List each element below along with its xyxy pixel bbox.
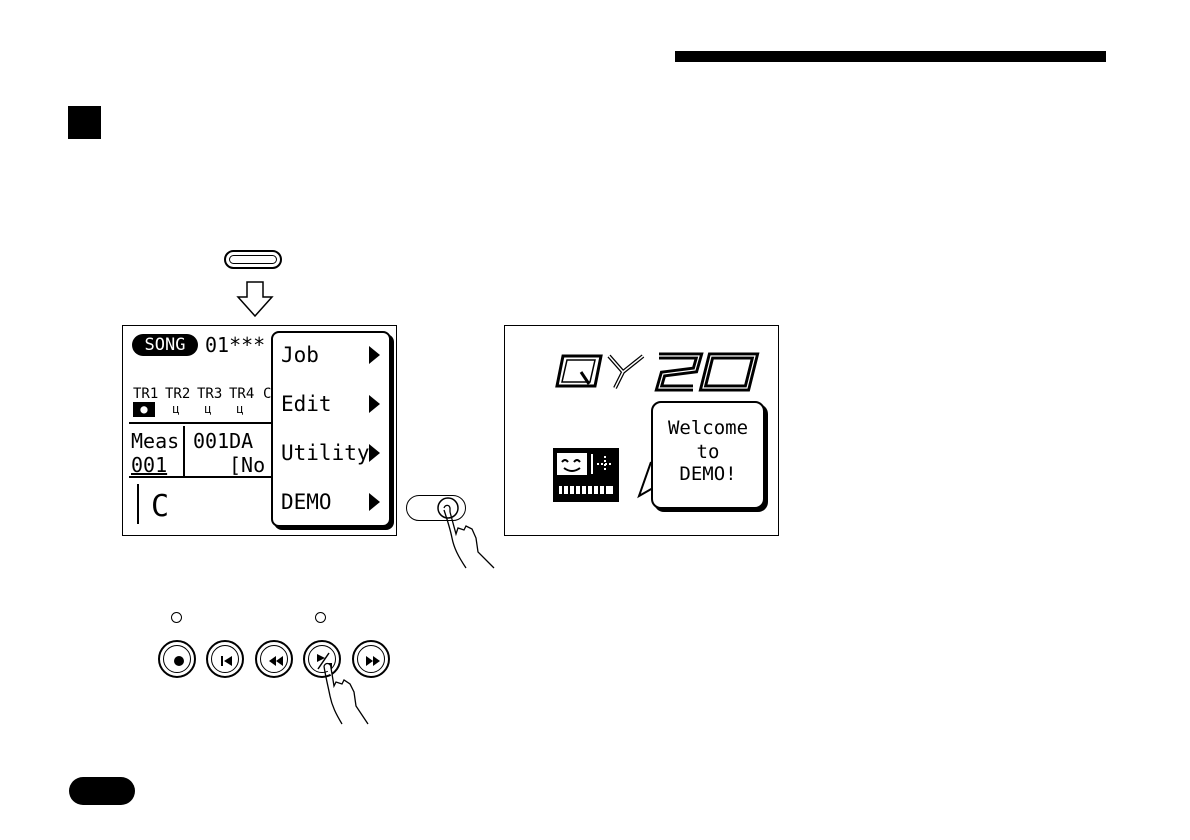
record-led <box>171 612 182 623</box>
submenu-arrow-icon <box>369 346 380 364</box>
track-label: TR1 <box>133 386 158 402</box>
track-label: TR4 <box>229 386 254 402</box>
top-button[interactable] <box>206 640 244 678</box>
submenu-arrow-icon <box>369 395 380 413</box>
rewind-icon <box>266 651 286 671</box>
play-led <box>315 612 326 623</box>
submenu-arrow-icon <box>369 493 380 511</box>
track-cell: ц <box>165 402 187 417</box>
popup-menu: Job Edit Utility DEMO <box>271 331 391 527</box>
record-icon <box>169 651 189 671</box>
menu-key[interactable] <box>224 250 282 269</box>
rewind-button[interactable] <box>255 640 293 678</box>
pressing-finger-icon <box>436 494 502 570</box>
song-lcd-screen: SONG 01*** TR1 TR2 TR3 TR4 C ● ц ц ц Mea… <box>122 325 397 536</box>
menu-item-utility[interactable]: Utility <box>281 441 370 465</box>
measure-value: 001 <box>131 454 167 476</box>
measure-label: Meas <box>131 430 179 452</box>
down-arrow-icon <box>236 281 274 318</box>
pressing-finger-icon <box>318 660 370 726</box>
top-icon <box>217 651 237 671</box>
menu-item-edit[interactable]: Edit <box>281 392 332 416</box>
divider <box>129 422 289 424</box>
chord-name: C <box>151 491 169 523</box>
header-bar <box>675 51 1106 62</box>
welcome-text: to <box>653 441 763 463</box>
submenu-arrow-icon <box>369 444 380 462</box>
welcome-text: DEMO! <box>653 463 763 485</box>
demo-lcd-screen: Welcome to DEMO! <box>504 325 779 536</box>
divider <box>183 426 185 476</box>
menu-item-job[interactable]: Job <box>281 343 319 367</box>
track-cell-active: ● <box>133 402 155 417</box>
welcome-bubble: Welcome to DEMO! <box>651 401 765 509</box>
cursor-bar <box>137 484 139 524</box>
pattern-sub: [No <box>229 454 265 476</box>
record-button[interactable] <box>158 640 196 678</box>
divider <box>129 476 289 478</box>
track-label: TR2 <box>165 386 190 402</box>
section-marker <box>68 106 101 139</box>
track-cell: ц <box>229 402 251 417</box>
welcome-text: Welcome <box>653 417 763 439</box>
menu-item-demo[interactable]: DEMO <box>281 490 332 514</box>
track-label: TR3 <box>197 386 222 402</box>
page-number-tab <box>69 777 135 805</box>
track-cell: ц <box>197 402 219 417</box>
song-number: 01*** <box>205 334 265 356</box>
qy20-mascot-icon <box>553 448 619 502</box>
qy20-logo <box>549 350 763 394</box>
pattern-label: 001DA <box>193 430 253 452</box>
song-mode-label: SONG <box>132 334 198 356</box>
